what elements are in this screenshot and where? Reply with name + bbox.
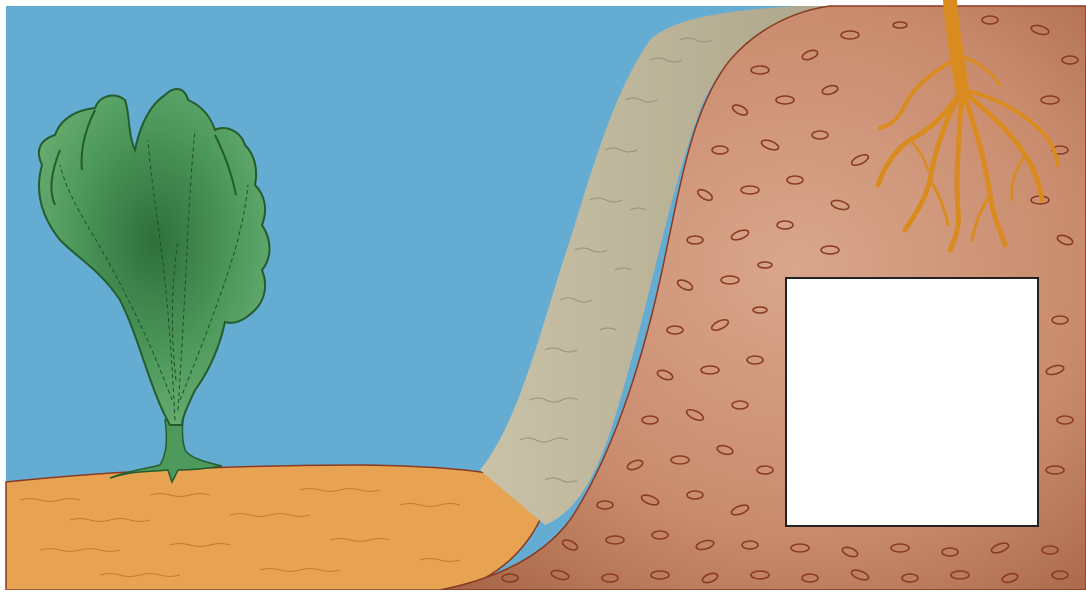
sandy-seabed-region	[6, 465, 540, 590]
blank-label-box	[785, 277, 1039, 527]
